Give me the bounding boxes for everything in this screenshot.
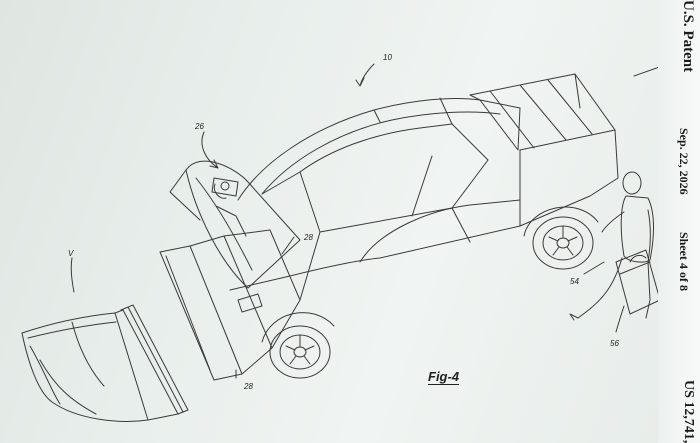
sheet-number: Sheet 4 of 8: [677, 232, 691, 291]
leader-V: [70, 257, 75, 293]
leader-54: [583, 261, 605, 275]
ref-28-upper: 28: [303, 233, 313, 242]
person-drawing: [569, 171, 661, 321]
ref-26: 26: [194, 122, 204, 131]
ref-54: 54: [570, 277, 579, 286]
patent-date: Sep. 22, 2026: [677, 128, 691, 195]
arrow-10: [355, 63, 375, 87]
patent-type-label: U.S. Patent: [680, 0, 696, 73]
figure-caption: Fig-4: [428, 369, 460, 385]
truck-drawing: [159, 73, 619, 381]
arrow-26: [201, 131, 219, 169]
ref-V: V: [68, 249, 74, 258]
door-panel-drawing: [21, 304, 189, 422]
ref-28-lower: 28: [243, 382, 253, 391]
leader-56: [615, 305, 625, 333]
ref-56: 56: [610, 339, 619, 348]
patent-number: US 12,741,51: [681, 380, 696, 443]
patent-header-strip: U.S. Patent Sep. 22, 2026 Sheet 4 of 8 U…: [658, 0, 700, 443]
ref-10: 10: [383, 53, 392, 62]
